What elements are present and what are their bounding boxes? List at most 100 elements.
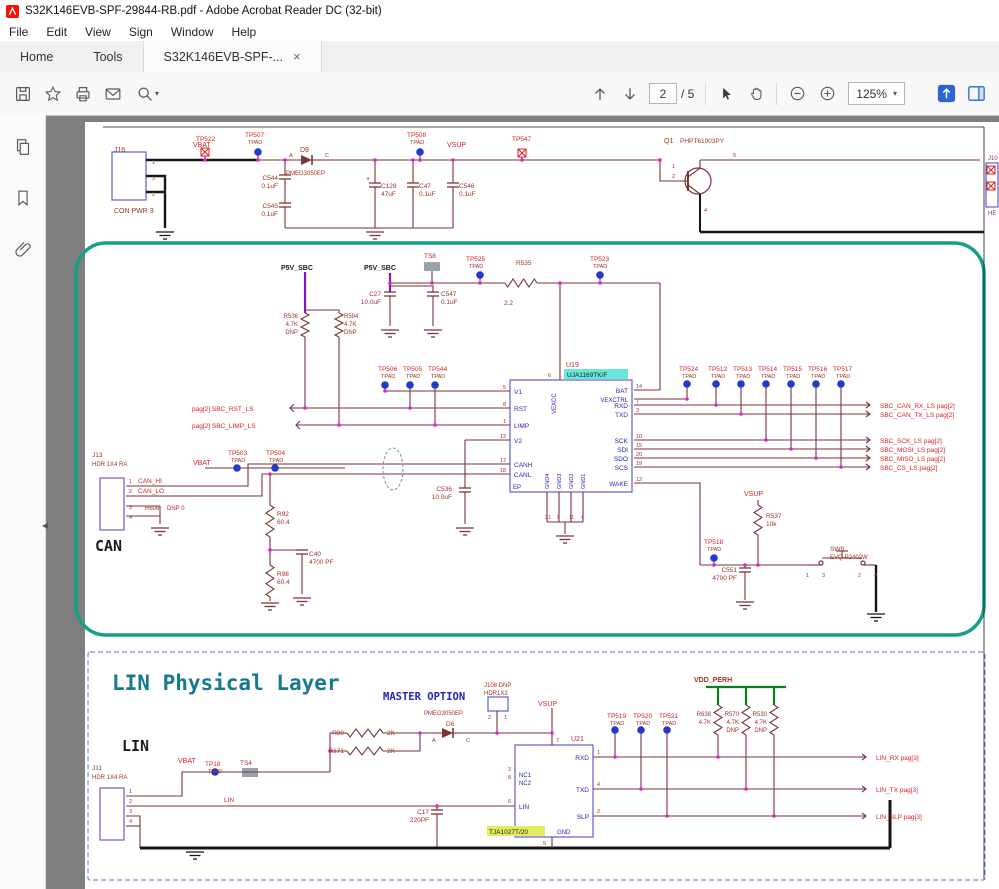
junction-dot [558,281,562,285]
junction-dot [256,158,260,162]
print-icon[interactable] [68,80,98,108]
chevron-down-icon: ▾ [893,89,897,98]
schematic-label: CAN_HI [138,478,162,485]
menu-help[interactable]: Help [223,25,266,39]
schematic-label: VSUP [447,142,466,149]
schematic-label: J108 DNP [484,683,511,689]
schematic-label: pag[2] SBC_LIMP_LS [192,423,256,430]
schematic-label: TPAD [381,374,395,380]
schematic-label: C551 [721,567,737,574]
schematic-label: 3 [152,176,155,182]
junction-dot [383,389,387,393]
menu-window[interactable]: Window [162,25,223,39]
schematic-label: TJA1027T/20 [489,829,528,836]
schematic-label: 2 [129,799,132,805]
schematic-label: TPAD [711,374,725,380]
page-number-input[interactable]: 2 [649,83,677,104]
schematic-label: TP506 [378,366,398,373]
tab-document[interactable]: S32K146EVB-SPF-... × [143,41,322,72]
junction-dot [203,158,207,162]
tab-bar: Home Tools S32K146EVB-SPF-... × [0,41,999,73]
junction-dot [714,403,718,407]
schematic-label: SW9 [830,546,844,553]
schematic-label: VDD_PERH [694,677,732,684]
schematic-label: C [466,738,470,744]
zoom-level-select[interactable]: 125% ▾ [848,82,905,105]
component-box [424,262,440,271]
schematic-label: U21 [571,736,584,743]
schematic-label: TPAD [410,140,424,146]
schematic-label: 2 [488,715,491,721]
schematic-label: CANL [514,472,532,479]
zoom-search-icon[interactable]: ▾ [128,80,166,108]
schematic-label: 10 [636,434,642,440]
schematic-label: CON PWR 3 [114,208,154,215]
menu-file[interactable]: File [0,25,37,39]
document-tab-label: S32K146EVB-SPF-... [164,50,284,64]
schematic-label: R92 [277,511,289,518]
schematic-label: + [366,176,370,183]
schematic-label: 17 [500,458,506,464]
schematic-label: RST [514,406,527,413]
tpad-dot [837,380,845,388]
menu-sign[interactable]: Sign [120,25,162,39]
menu-view[interactable]: View [76,25,120,39]
schematic-label: VBAT [193,460,211,467]
schematic-label: 1 [504,715,507,721]
schematic-label: EP [513,485,521,491]
schematic-label: TXD [615,412,628,419]
schematic-label: 1 [806,573,809,579]
schematic-label: NC2 [519,781,532,787]
menu-edit[interactable]: Edit [37,25,76,39]
zoom-in-icon[interactable] [812,80,842,108]
close-tab-icon[interactable]: × [293,49,301,64]
schematic-label: 5 [543,841,546,847]
schematic-label: EVQ-P2402W [830,555,868,561]
tab-tools[interactable]: Tools [73,41,142,72]
junction-dot [337,423,341,427]
panel-icon[interactable] [961,80,991,108]
schematic-label: TPAD [761,374,775,380]
schematic-label: SBC_MOSI_LS pag[2] [880,447,945,454]
schematic-label: 2 [672,174,675,180]
share-icon[interactable] [931,80,961,108]
schematic-label: CANH [514,462,533,469]
schematic-label: DNP 0 [167,506,185,512]
schematic-label: WAKE [609,481,629,488]
schematic-label: 2 [858,573,861,579]
save-icon[interactable] [8,80,38,108]
junction-dot [303,406,307,410]
schematic-label: SBC_CAN_TX_LS pag[2] [880,412,954,419]
schematic-label: CAN [95,537,122,555]
schematic-label: SCK [615,438,629,445]
junction-dot [520,158,524,162]
chevron-down-icon: ▾ [155,89,159,98]
junction-dot [268,472,272,476]
schematic-label: C536 [436,486,452,493]
star-icon[interactable] [38,80,68,108]
hand-tool-icon[interactable] [741,80,771,108]
schematic-label: TP513 [733,366,753,373]
schematic-label: TPAD [682,374,696,380]
page-total-label: / 5 [681,87,694,101]
schematic-label: 0.1uF [261,211,278,218]
schematic-label: VBAT [193,142,211,149]
schematic-label: TP515 [783,366,803,373]
schematic-label: CAN_LO [138,488,164,495]
schematic-label: 4.7K [344,322,356,328]
tab-home[interactable]: Home [0,41,73,72]
junction-dot [433,423,437,427]
schematic-label: 4 [704,208,707,214]
schematic-label: D6 [446,721,455,728]
junction-dot [814,456,818,460]
schematic-label: HE [988,211,996,217]
page-up-icon[interactable] [585,80,615,108]
zoom-out-icon[interactable] [782,80,812,108]
email-icon[interactable] [98,80,128,108]
page-down-icon[interactable] [615,80,645,108]
schematic-label: DNP [344,330,357,336]
select-tool-icon[interactable] [711,80,741,108]
schematic-label: TP522 [196,136,216,143]
schematic-label: C544 [262,175,278,182]
schematic-label: 18 [500,468,506,474]
